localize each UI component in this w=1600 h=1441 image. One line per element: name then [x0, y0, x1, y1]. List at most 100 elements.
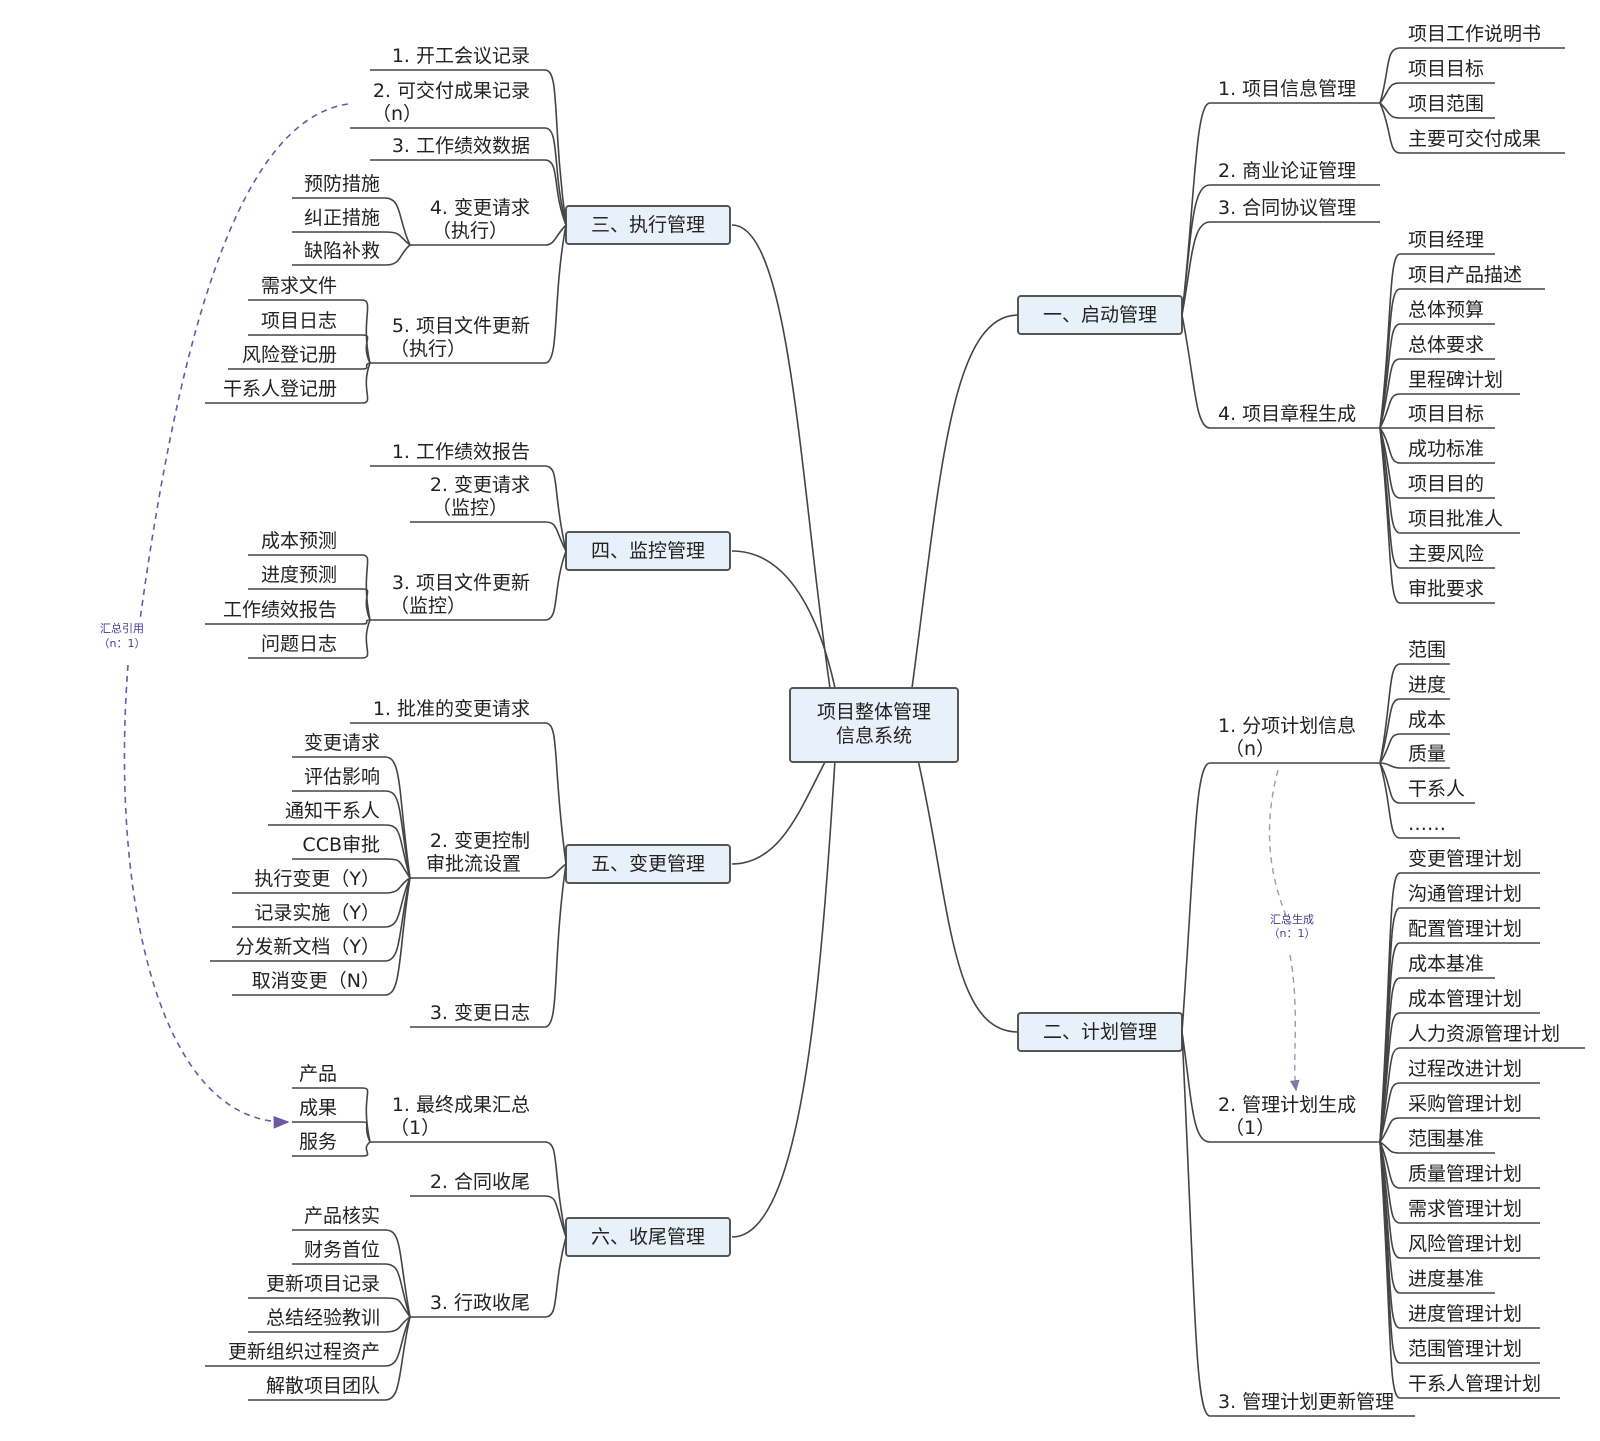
- leaf[interactable]: 缺陷补救: [292, 240, 385, 266]
- qidong-item-hetong[interactable]: 3. 合同协议管理: [1210, 197, 1380, 223]
- jihua-item-guanli[interactable]: 2. 管理计划生成 （1）: [1210, 1094, 1380, 1143]
- leaf[interactable]: 财务首位: [292, 1239, 385, 1265]
- leaf[interactable]: 服务: [292, 1131, 362, 1157]
- leaf[interactable]: 干系人管理计划: [1400, 1373, 1560, 1399]
- leaf[interactable]: 进度预测: [248, 564, 362, 590]
- leaf[interactable]: 项目日志: [248, 310, 362, 336]
- leaf[interactable]: 质量管理计划: [1400, 1163, 1540, 1189]
- biangeng-item-pizhun[interactable]: 1. 批准的变更请求: [350, 698, 545, 724]
- leaf[interactable]: 成果: [292, 1097, 362, 1123]
- qidong-item-zhangcheng[interactable]: 4. 项目章程生成: [1210, 403, 1380, 429]
- shouwei-item-chengguo[interactable]: 1. 最终成果汇总 （1）: [370, 1094, 545, 1143]
- leaf[interactable]: 项目工作说明书: [1400, 23, 1565, 49]
- shouwei-item-hetong[interactable]: 2. 合同收尾: [410, 1171, 545, 1197]
- biangeng-item-kongzhi[interactable]: 2. 变更控制 审批流设置: [410, 830, 545, 879]
- branch-qidong[interactable]: 一、启动管理: [1017, 295, 1183, 335]
- leaf[interactable]: 项目目标: [1400, 58, 1495, 84]
- leaf[interactable]: 范围管理计划: [1400, 1338, 1540, 1364]
- leaf[interactable]: 成本预测: [248, 530, 362, 556]
- leaf[interactable]: 里程碑计划: [1400, 369, 1520, 395]
- leaf[interactable]: 项目经理: [1400, 229, 1495, 255]
- jihua-item-gengxin[interactable]: 3. 管理计划更新管理: [1210, 1391, 1415, 1417]
- leaf[interactable]: 范围: [1400, 639, 1450, 665]
- leaf[interactable]: 项目目的: [1400, 473, 1495, 499]
- leaf[interactable]: 主要风险: [1400, 543, 1495, 569]
- leaf[interactable]: 范围基准: [1400, 1128, 1495, 1154]
- zhixing-item-jiaofu[interactable]: 2. 可交付成果记录 （n）: [350, 80, 545, 129]
- leaf[interactable]: 需求文件: [248, 275, 362, 301]
- leaf[interactable]: 评估影响: [292, 766, 385, 792]
- branch-shouwei[interactable]: 六、收尾管理: [565, 1217, 731, 1257]
- root-node[interactable]: 项目整体管理 信息系统: [789, 687, 959, 763]
- leaf[interactable]: 产品核实: [292, 1205, 385, 1231]
- qidong-item-shangye[interactable]: 2. 商业论证管理: [1210, 160, 1380, 186]
- leaf[interactable]: 配置管理计划: [1400, 918, 1540, 944]
- branch-jihua[interactable]: 二、计划管理: [1017, 1012, 1183, 1052]
- leaf[interactable]: 产品: [292, 1063, 362, 1089]
- leaf[interactable]: 成功标准: [1400, 438, 1495, 464]
- zhixing-item-jixiao[interactable]: 3. 工作绩效数据: [370, 135, 545, 161]
- leaf[interactable]: 通知干系人: [268, 800, 385, 826]
- leaf[interactable]: 进度: [1400, 674, 1450, 700]
- leaf[interactable]: CCB审批: [292, 834, 385, 860]
- biangeng-item-rizhi[interactable]: 3. 变更日志: [410, 1002, 545, 1028]
- branch-jiankong[interactable]: 四、监控管理: [565, 531, 731, 571]
- leaf[interactable]: 分发新文档（Y）: [210, 936, 385, 962]
- leaf[interactable]: 成本管理计划: [1400, 988, 1540, 1014]
- jiankong-item-wenjian[interactable]: 3. 项目文件更新 （监控）: [370, 572, 545, 621]
- leaf[interactable]: 进度基准: [1400, 1268, 1495, 1294]
- leaf[interactable]: 进度管理计划: [1400, 1303, 1540, 1329]
- zhixing-connectors: [361, 69, 567, 404]
- svg-text:干系人: 干系人: [1408, 778, 1465, 800]
- branch-biangeng[interactable]: 五、变更管理: [565, 844, 731, 884]
- leaf[interactable]: 人力资源管理计划: [1400, 1023, 1585, 1049]
- leaf[interactable]: 变更管理计划: [1400, 848, 1540, 874]
- leaf[interactable]: ……: [1400, 813, 1460, 839]
- leaf[interactable]: 项目范围: [1400, 93, 1495, 119]
- leaf[interactable]: 干系人: [1400, 778, 1475, 804]
- leaf[interactable]: 纠正措施: [292, 207, 385, 233]
- leaf[interactable]: 项目目标: [1400, 403, 1495, 429]
- leaf[interactable]: 执行变更（Y）: [232, 868, 385, 894]
- leaf[interactable]: 解散项目团队: [248, 1375, 385, 1401]
- leaf[interactable]: 风险登记册: [228, 344, 362, 370]
- leaf[interactable]: 审批要求: [1400, 578, 1495, 604]
- leaf[interactable]: 记录实施（Y）: [232, 902, 385, 928]
- leaf[interactable]: 项目产品描述: [1400, 264, 1545, 290]
- leaf[interactable]: 干系人登记册: [205, 378, 362, 404]
- leaf[interactable]: 总体预算: [1400, 299, 1495, 325]
- leaf[interactable]: 沟通管理计划: [1400, 883, 1540, 909]
- leaf[interactable]: 过程改进计划: [1400, 1058, 1540, 1084]
- leaf[interactable]: 成本: [1400, 709, 1450, 735]
- leaf[interactable]: 成本基准: [1400, 953, 1495, 979]
- zhixing-item-biangeng[interactable]: 4. 变更请求 （执行）: [410, 197, 545, 246]
- svg-text:CCB审批: CCB审批: [302, 834, 380, 856]
- leaf[interactable]: 总结经验教训: [248, 1307, 385, 1333]
- leaf[interactable]: 总体要求: [1400, 334, 1495, 360]
- leaf[interactable]: 变更请求: [292, 732, 385, 758]
- leaf[interactable]: 问题日志: [248, 633, 362, 659]
- zhixing-item-kaigong[interactable]: 1. 开工会议记录: [370, 45, 545, 71]
- leaf[interactable]: 采购管理计划: [1400, 1093, 1540, 1119]
- leaf[interactable]: 质量: [1400, 743, 1450, 769]
- jiankong-item-biangeng[interactable]: 2. 变更请求 （监控）: [410, 474, 545, 523]
- jihua-item-fenxiang[interactable]: 1. 分项计划信息 （n）: [1210, 715, 1380, 764]
- zhixing-item-wenjian[interactable]: 5. 项目文件更新 （执行）: [370, 315, 545, 364]
- leaf[interactable]: 取消变更（N）: [232, 970, 385, 996]
- branch-zhixing[interactable]: 三、执行管理: [565, 205, 731, 245]
- zhixing-biangeng-leaves: 预防措施 纠正措施 缺陷补救: [292, 173, 385, 266]
- leaf[interactable]: 更新项目记录: [248, 1273, 385, 1299]
- qidong-item-xinxi[interactable]: 1. 项目信息管理: [1210, 78, 1380, 104]
- jiankong-item-baogao[interactable]: 1. 工作绩效报告: [370, 441, 545, 467]
- leaf[interactable]: 风险管理计划: [1400, 1233, 1540, 1259]
- leaf[interactable]: 项目批准人: [1400, 508, 1520, 534]
- leaf[interactable]: 预防措施: [292, 173, 385, 199]
- leaf[interactable]: 工作绩效报告: [205, 599, 362, 625]
- leaf[interactable]: 需求管理计划: [1400, 1198, 1540, 1224]
- svg-text:项目目的: 项目目的: [1408, 473, 1484, 495]
- svg-text:范围基准: 范围基准: [1408, 1128, 1484, 1150]
- leaf[interactable]: 更新组织过程资产: [205, 1341, 385, 1367]
- shouwei-item-xingzheng[interactable]: 3. 行政收尾: [410, 1292, 545, 1318]
- leaf[interactable]: 主要可交付成果: [1400, 128, 1565, 154]
